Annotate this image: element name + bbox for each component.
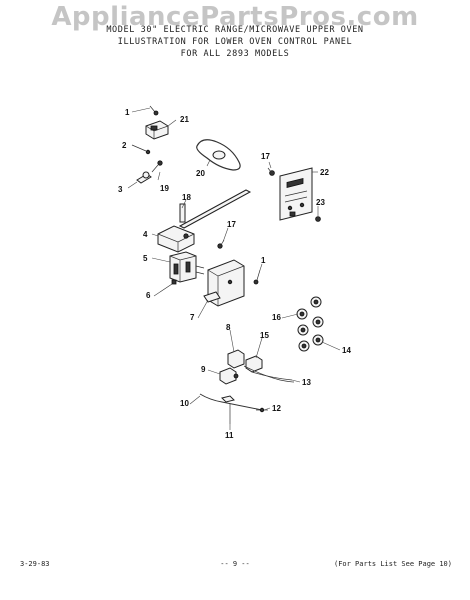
heading-line-1: MODEL 30" ELECTRIC RANGE/MICROWAVE UPPER… [106,25,364,35]
callout-9: 9 [201,365,206,374]
part-harness-20 [196,139,241,171]
footer-parts-list-note: (For Parts List See Page 10) [333,560,452,568]
callout-17b: 17 [227,220,236,229]
callout-8: 8 [226,323,231,332]
part-screw-1b [253,269,261,285]
callout-3: 3 [118,185,123,194]
callout-1b: 1 [261,256,266,265]
callout-18: 18 [182,193,191,202]
part-screw-2 [131,144,151,155]
heading-line-3: FOR ALL 2893 MODELS [180,49,290,59]
callout-13: 13 [302,378,311,387]
leader-lines [127,107,341,430]
part-screw-1 [149,105,159,116]
callout-23: 23 [316,198,325,207]
part-harness-10-11-12 [199,393,268,424]
part-screw-17 [267,167,275,176]
callout-20: 20 [196,169,205,178]
callout-12: 12 [272,404,281,413]
callout-7: 7 [190,313,195,322]
part-screw-23 [315,216,321,222]
callout-1: 1 [125,108,130,117]
callout-16: 16 [272,313,281,322]
part-control-panel-22 [279,167,313,221]
callout-2: 2 [122,141,127,150]
footer-date: 3-29-83 [20,560,50,568]
part-screw-17b [217,239,225,249]
callout-19: 19 [160,184,169,193]
part-bracket-6 [159,279,177,293]
callout-14: 14 [342,346,351,355]
callout-4: 4 [143,230,148,239]
callout-labels: 1 21 2 20 17 22 3 19 18 23 4 17 5 1 6 7 … [118,108,351,440]
callout-10: 10 [180,399,189,408]
heading-line-2: ILLUSTRATION FOR LOWER OVEN CONTROL PANE… [117,37,353,47]
callout-11: 11 [225,431,234,440]
callout-15: 15 [260,331,269,340]
diagram-heading: MODEL 30" ELECTRIC RANGE/MICROWAVE UPPER… [0,24,470,60]
part-clip-3 [136,160,163,184]
part-switch-assembly-8-9-15 [219,349,295,385]
callout-21: 21 [180,115,189,124]
part-knobs-14-16 [296,296,324,352]
part-thermostat-5 [169,251,205,283]
callout-17: 17 [261,152,270,161]
callout-5: 5 [143,254,148,263]
part-switch-4 [157,225,195,253]
callout-22: 22 [320,168,329,177]
callout-6: 6 [146,291,151,300]
part-bracket-21 [145,120,169,140]
watermark: AppliancePartsPros.com [51,2,419,32]
part-mount-7 [203,259,245,307]
footer-page-number: -- 9 -- [220,560,250,568]
part-rod-18 [178,189,252,229]
